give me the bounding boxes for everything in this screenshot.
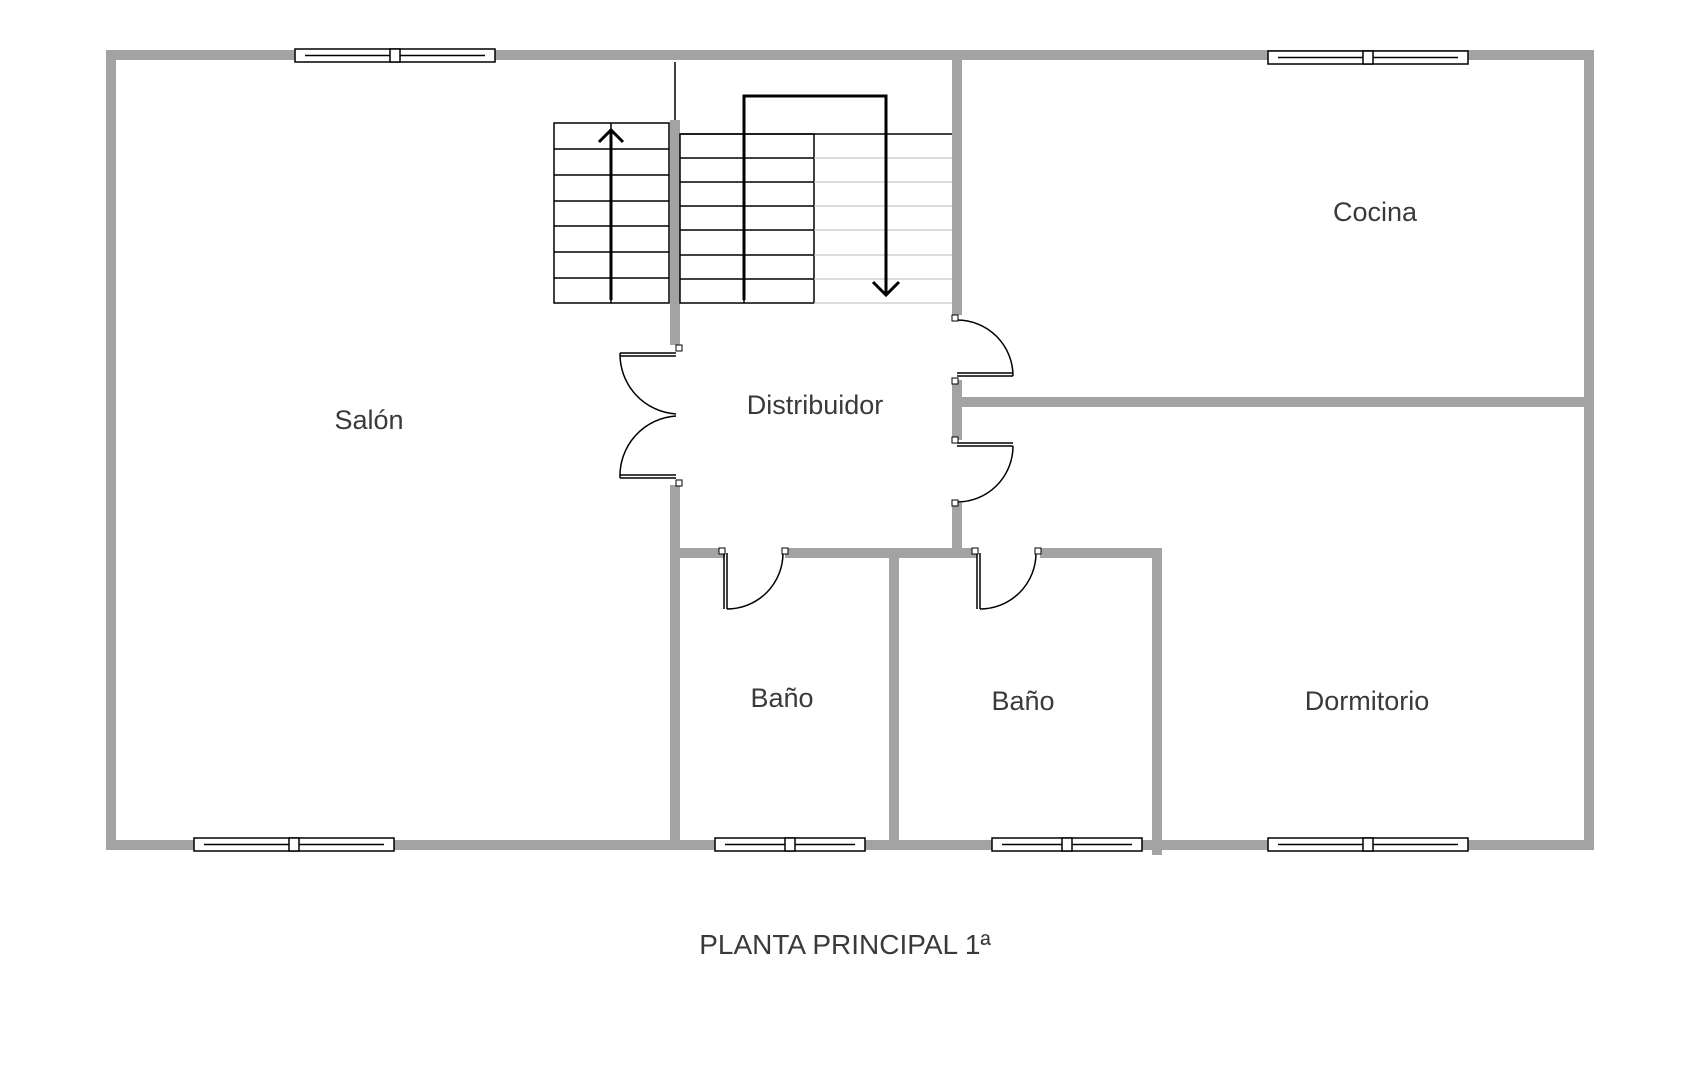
- windows: [193, 48, 1469, 852]
- plan-caption: PLANTA PRINCIPAL 1ª: [699, 929, 991, 960]
- walls: [106, 50, 1594, 855]
- room-label-dormitorio: Dormitorio: [1305, 686, 1430, 716]
- window-bottom-bano-1: [714, 837, 866, 852]
- door-salon-double: [619, 344, 683, 487]
- door-dormitorio: [951, 436, 1014, 507]
- room-label-distribuidor: Distribuidor: [747, 390, 884, 420]
- doors: [619, 314, 1042, 610]
- stair-down-arrow-icon: [742, 94, 901, 300]
- door-bano-2: [971, 547, 1042, 610]
- window-bottom-salon: [193, 837, 395, 852]
- room-label-bano-2: Baño: [991, 686, 1054, 716]
- room-label-salon: Salón: [334, 405, 403, 435]
- stair-right-flight: [679, 133, 815, 304]
- window-top-salon: [294, 48, 496, 63]
- staircase: [553, 62, 952, 304]
- window-bottom-dormitorio: [1267, 837, 1469, 852]
- room-label-cocina: Cocina: [1333, 197, 1418, 227]
- door-cocina: [951, 314, 1014, 385]
- door-bano-1: [718, 547, 789, 610]
- window-bottom-bano-2: [991, 837, 1143, 852]
- room-label-bano-1: Baño: [750, 683, 813, 713]
- stair-up-arrow-icon: [597, 127, 625, 300]
- window-top-cocina: [1267, 50, 1469, 65]
